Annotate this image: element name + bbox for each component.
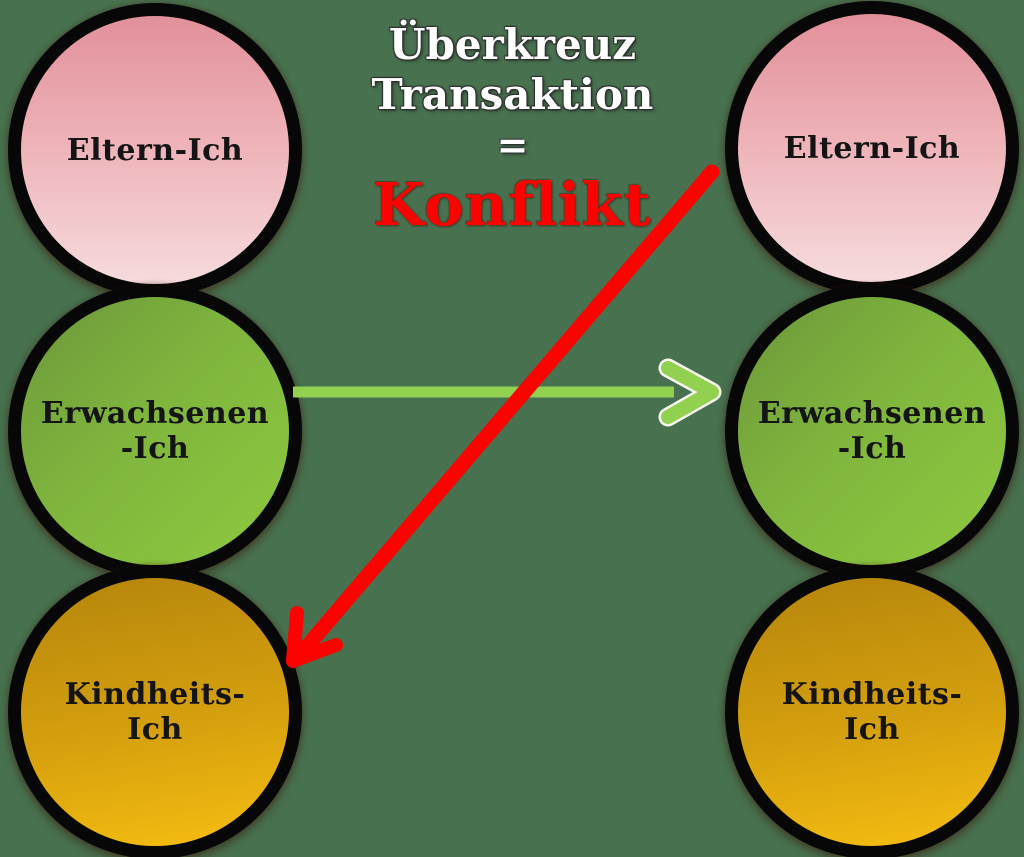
green-arrow [293,358,722,427]
circle-left-kindheits-ich: Kindheits- Ich [8,565,302,857]
conflict-word: Konflikt [373,170,652,239]
diagram-title: Überkreuz Transaktion = Konflikt [340,20,685,238]
green-arrowhead-outline [658,358,722,427]
circle-label: Erwachsenen -Ich [757,396,987,466]
circle-label: Eltern-Ich [783,130,961,166]
circle-right-eltern-ich: Eltern-Ich [725,1,1019,295]
red-arrow-shaft [290,164,720,665]
circle-label: Erwachsenen -Ich [40,396,270,466]
circle-label: Kindheits- Ich [64,677,246,747]
circle-label: Eltern-Ich [66,132,244,168]
circle-right-erwachsenen-ich: Erwachsenen -Ich [725,284,1019,578]
circle-left-erwachsenen-ich: Erwachsenen -Ich [8,284,302,578]
title-line-2: Transaktion [371,70,654,119]
circle-right-kindheits-ich: Kindheits- Ich [725,565,1019,857]
title-line-1: Überkreuz [388,20,637,69]
circle-label: Kindheits- Ich [781,677,963,747]
red-arrow [286,164,720,668]
equals-sign: = [496,122,529,167]
red-arrowhead-icon [286,606,343,668]
green-arrowhead-icon [661,361,719,424]
circle-left-eltern-ich: Eltern-Ich [8,3,302,297]
